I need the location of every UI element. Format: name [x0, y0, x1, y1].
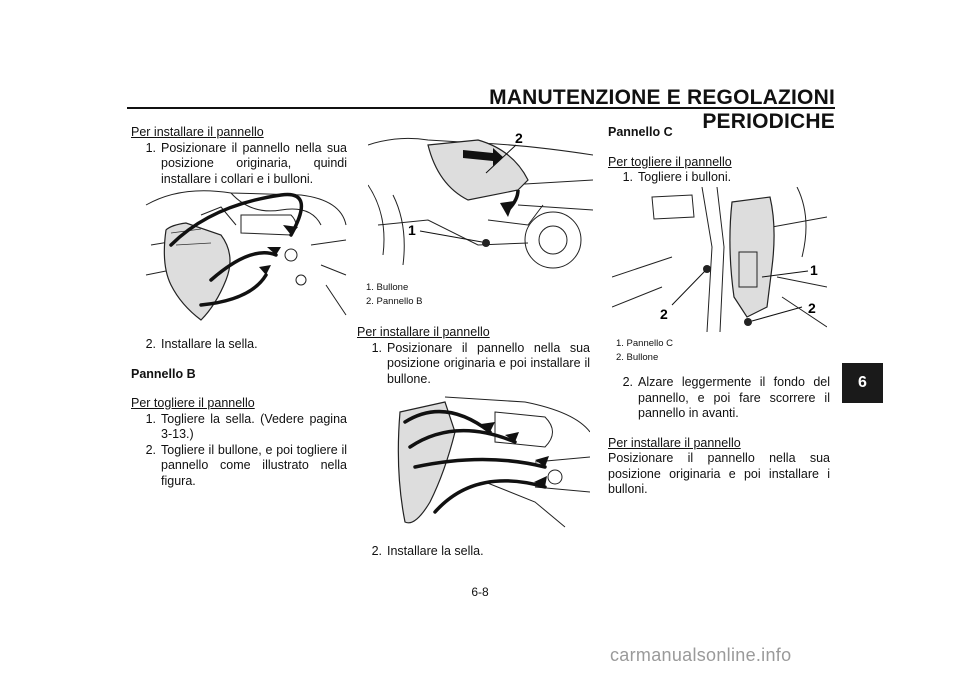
figure-label-2: 2: [660, 306, 668, 322]
page-title: MANUTENZIONE E REGOLAZIONI PERIODICHE: [489, 86, 835, 133]
figure-panel-b-removal: 1 2: [368, 130, 593, 269]
column-1: Per installare il pannello 1. Posizionar…: [131, 125, 347, 187]
column-2: Per installare il pannello 1. Posizionar…: [357, 325, 590, 387]
install-heading: Per installare il pannello: [131, 125, 264, 139]
chapter-tab: 6: [842, 363, 883, 403]
caption-bullone: 1. Bullone: [366, 282, 409, 293]
remove-step-1: 1. Togliere la sella. (Vedere pagina 3-1…: [145, 411, 347, 442]
figure-label-1: 1: [810, 262, 818, 278]
figure-panel-install-seat: [145, 190, 347, 321]
caption-pannello-c: 1. Pannello C: [616, 338, 674, 349]
install-step-2: 2. Installare la sella.: [371, 544, 484, 558]
figure-panel-c: 1 2 2: [612, 187, 827, 332]
column-2-continued: 2. Installare la sella.: [357, 544, 590, 560]
figure-label-2: 2: [808, 300, 816, 316]
column-1-continued: 2. Installare la sella. Pannello B Per t…: [131, 337, 347, 489]
remove-heading: Per togliere il pannello: [608, 154, 732, 169]
figure-panel-b-install: [397, 396, 590, 528]
figure-caption: 1. Bullone 2. Pannello B: [366, 281, 423, 309]
install-step-1: 1. Posizionare il pannello nella sua pos…: [145, 140, 347, 186]
install-step-2: 2. Installare la sella.: [145, 337, 258, 351]
install-text: Posizionare il pannello nella sua posizi…: [608, 451, 830, 496]
caption-pannello-b: 2. Pannello B: [366, 296, 423, 307]
install-heading: Per installare il pannello: [357, 325, 490, 339]
column-3-continued: 2. Alzare leggermente il fondo del panne…: [608, 375, 830, 498]
figure-label-1: 1: [408, 222, 416, 238]
watermark: carmanualsonline.info: [610, 645, 792, 665]
install-heading: Per installare il pannello: [608, 435, 741, 450]
figure-caption: 1. Pannello C 2. Bullone: [616, 337, 673, 365]
remove-step-2: 2. Togliere il bullone, e poi togliere i…: [145, 442, 347, 488]
figure-label-2: 2: [515, 130, 523, 146]
remove-step-1: 1. Togliere i bulloni.: [622, 170, 732, 184]
page-number: 6-8: [471, 585, 489, 599]
remove-step-2: 2. Alzare leggermente il fondo del panne…: [622, 375, 830, 420]
header-rule: [127, 107, 835, 109]
column-3: Pannello C Per togliere il pannello 1. T…: [608, 125, 830, 186]
caption-bullone: 2. Bullone: [616, 352, 659, 363]
install-step-1: 1. Posizionare il pannello nella sua pos…: [371, 340, 590, 386]
remove-heading: Per togliere il pannello: [131, 396, 255, 410]
section-title-panel-c: Pannello C: [608, 125, 673, 139]
section-title-panel-b: Pannello B: [131, 366, 196, 381]
